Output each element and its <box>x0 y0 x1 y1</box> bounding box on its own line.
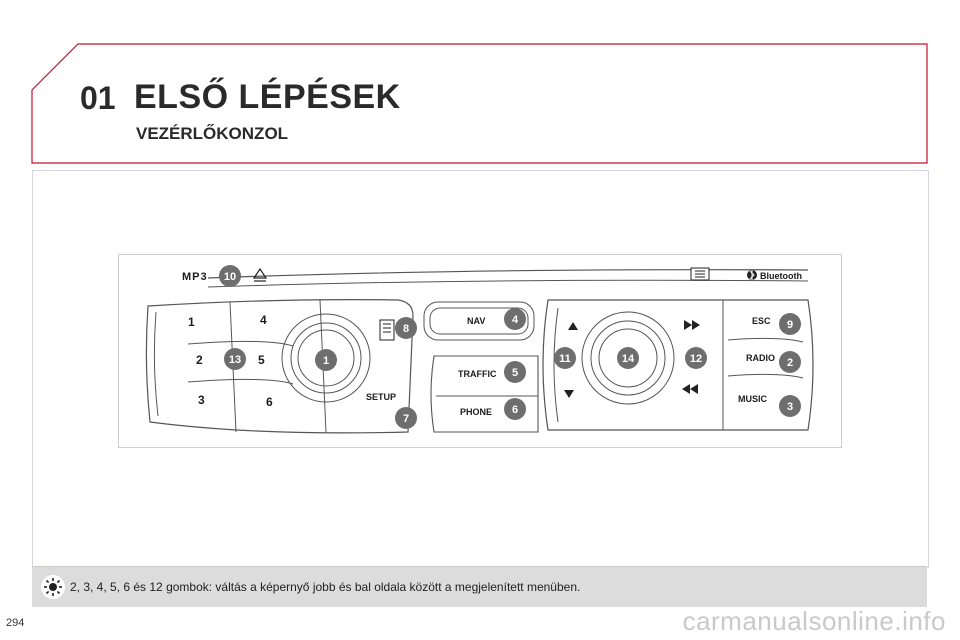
tip-sun-icon <box>41 575 65 599</box>
header-tab <box>31 43 928 164</box>
nav-label: NAV <box>467 316 485 326</box>
preset-6-label: 6 <box>266 395 273 409</box>
mp3-label: MP3 <box>182 271 208 283</box>
callout-3: 3 <box>779 395 801 417</box>
callout-9: 9 <box>779 313 801 335</box>
callout-6: 6 <box>504 398 526 420</box>
chapter-title: ELSŐ LÉPÉSEK <box>134 78 401 116</box>
chapter-number: 01 <box>80 80 116 116</box>
svg-text:3: 3 <box>787 401 793 413</box>
watermark: carmanualsonline.info <box>682 606 946 636</box>
svg-text:11: 11 <box>559 353 571 365</box>
console-illustration-frame <box>118 254 842 448</box>
callout-8: 8 <box>395 317 417 339</box>
tip-text: 2, 3, 4, 5, 6 és 12 gombok: váltás a kép… <box>70 580 581 594</box>
callout-11: 11 <box>554 347 576 369</box>
callout-4: 4 <box>504 308 526 330</box>
mp3-cd-icon <box>690 267 710 281</box>
svg-text:1: 1 <box>323 355 329 367</box>
preset-1-label: 1 <box>188 315 195 329</box>
music-label: MUSIC <box>738 394 768 404</box>
svg-text:7: 7 <box>403 413 409 425</box>
fast-forward-icon <box>684 320 700 330</box>
preset-4-label: 4 <box>260 313 267 327</box>
screen-pages-icon <box>379 319 395 341</box>
radio-label: RADIO <box>746 353 775 363</box>
bluetooth-icon <box>747 270 757 280</box>
phone-label: PHONE <box>460 407 492 417</box>
callout-7: 7 <box>395 407 417 429</box>
down-arrow-icon <box>564 390 574 398</box>
callout-1: 1 <box>315 349 337 371</box>
up-arrow-icon <box>568 322 578 330</box>
esc-label: ESC <box>752 316 771 326</box>
callout-5: 5 <box>504 361 526 383</box>
page-number: 294 <box>6 617 25 629</box>
callout-10: 10 <box>219 265 241 287</box>
section-title: VEZÉRLŐKONZOL <box>136 124 289 143</box>
svg-text:9: 9 <box>787 319 793 331</box>
traffic-label: TRAFFIC <box>458 369 497 379</box>
svg-text:2: 2 <box>787 357 793 369</box>
svg-text:6: 6 <box>512 404 518 416</box>
callout-12: 12 <box>685 347 707 369</box>
svg-text:12: 12 <box>690 353 702 365</box>
svg-text:14: 14 <box>622 353 635 365</box>
rewind-icon <box>682 384 698 394</box>
bluetooth-label: Bluetooth <box>760 271 802 281</box>
callout-14: 14 <box>617 347 639 369</box>
callout-13: 13 <box>224 348 246 370</box>
svg-text:13: 13 <box>229 354 241 366</box>
preset-2-label: 2 <box>196 353 203 367</box>
eject-icon <box>252 267 268 282</box>
callout-2: 2 <box>779 351 801 373</box>
setup-label: SETUP <box>366 392 396 402</box>
svg-text:4: 4 <box>512 314 519 326</box>
svg-text:5: 5 <box>512 367 518 379</box>
tip-bar: 2, 3, 4, 5, 6 és 12 gombok: váltás a kép… <box>32 566 927 607</box>
svg-text:8: 8 <box>403 323 409 335</box>
control-console-illustration: MP3 Bluetooth 1 2 3 4 5 6 SETUP NAV TRAF… <box>145 265 814 434</box>
preset-3-label: 3 <box>198 393 205 407</box>
preset-5-label: 5 <box>258 353 265 367</box>
svg-text:10: 10 <box>224 271 236 283</box>
